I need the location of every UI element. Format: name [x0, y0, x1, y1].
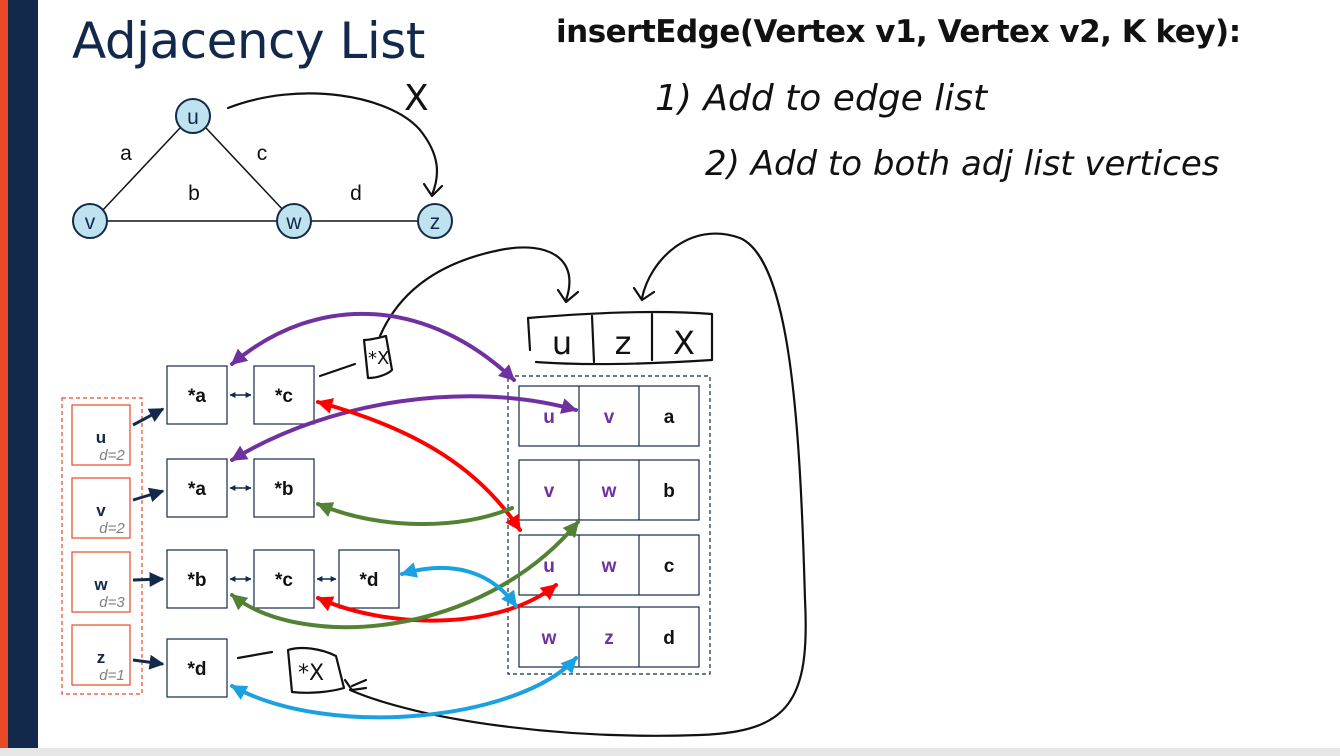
- adj-label-u-0: *a: [188, 386, 206, 407]
- graph-vertex-w: [276, 203, 312, 239]
- vertex-cell-w: [71, 551, 131, 613]
- new-edge-entry-key: X: [673, 324, 695, 362]
- new-adj-label-z: *X: [298, 661, 324, 686]
- adj-label-v-0: *a: [188, 479, 206, 500]
- adj-label-z-0: *d: [188, 659, 207, 680]
- vertex-degree-w: d=3: [99, 594, 125, 611]
- new-edge-entry-box: [526, 310, 714, 366]
- edge-a-key: a: [664, 407, 675, 428]
- slide-accent-stripe: [0, 0, 8, 748]
- graph-vertex-label-u: u: [187, 106, 199, 129]
- vertex-degree-z: d=1: [99, 667, 124, 684]
- adj-pointer-v: [132, 487, 165, 503]
- edge-c-v1: u: [543, 556, 555, 577]
- graph-vertex-v: [72, 203, 108, 239]
- slide-bottom-border: [0, 748, 1340, 756]
- adj-pointer-u: [132, 407, 165, 427]
- edge-b-key: b: [663, 481, 675, 502]
- vertex-degree-u: d=2: [99, 447, 125, 464]
- slide-title: Adjacency List: [72, 12, 425, 70]
- adj-label-w-2: *d: [360, 570, 379, 591]
- graph-edge-label-d: d: [350, 182, 362, 205]
- graph-vertex-label-w: w: [285, 211, 302, 234]
- graph-vertex-label-z: z: [430, 211, 441, 234]
- edge-b-v1: v: [544, 481, 555, 502]
- new-adj-link-z: [236, 650, 274, 660]
- new-edge-entry-v2: z: [615, 324, 632, 362]
- edge-d-key: d: [663, 628, 675, 649]
- note-step-2: 2) Add to both adj list vertices: [705, 144, 1219, 184]
- edge-c-key: c: [664, 556, 675, 577]
- graph-edge-label-b: b: [188, 182, 200, 205]
- new-entry-pointer-u: [378, 246, 571, 338]
- pointer-edge-a-u: [230, 311, 516, 382]
- graph-edges: [100, 127, 418, 222]
- adj-node-u-a: [166, 365, 228, 425]
- vertex-name-z: z: [97, 648, 106, 667]
- adj-label-u-1: *c: [275, 386, 293, 407]
- vertex-name-v: v: [96, 501, 106, 520]
- new-adj-label-u: *X: [368, 348, 389, 369]
- graph-vertex-label-v: v: [85, 211, 96, 234]
- graph-edge-label-a: a: [120, 142, 132, 165]
- adj-node-v-b: [253, 458, 315, 518]
- adj-node-w-b: [166, 549, 228, 609]
- adj-label-w-1: *c: [275, 570, 293, 591]
- edge-c-v2: w: [601, 556, 617, 577]
- edge-row-b: [518, 459, 700, 521]
- method-signature: insertEdge(Vertex v1, Vertex v2, K key):: [556, 14, 1241, 50]
- edge-d-v2: z: [604, 628, 614, 649]
- graph-edge-label-c: c: [257, 142, 268, 165]
- edge-d-v1: w: [541, 628, 557, 649]
- pointer-edge-b-v: [316, 502, 514, 527]
- vertex-degree-v: d=2: [99, 520, 125, 537]
- vertex-table: [61, 397, 143, 695]
- vertex-name-u: u: [96, 428, 106, 447]
- graph-edge-a: [100, 127, 181, 213]
- vertex-cell-u: [71, 404, 131, 466]
- pointer-edge-d-w: [400, 562, 518, 608]
- edge-b-v2: w: [601, 481, 617, 502]
- new-adj-link-u: [318, 362, 357, 378]
- pointer-edge-d-z: [230, 656, 578, 720]
- adj-node-v-a: [166, 458, 228, 518]
- adj-pointer-z: [132, 654, 165, 670]
- vertex-cell-z: [71, 624, 131, 686]
- graph-edge-c: [205, 127, 286, 213]
- note-step-1: 1) Add to edge list: [655, 78, 989, 119]
- adj-label-w-0: *b: [188, 570, 207, 591]
- new-edge-entry-v1: u: [552, 324, 572, 362]
- edge-a-v2: v: [604, 407, 615, 428]
- new-edge-sketch: [226, 92, 438, 197]
- pointer-edge-c-u: [316, 398, 522, 532]
- vertex-cell-v: [71, 477, 131, 539]
- new-entry-pointer-z: [348, 232, 807, 737]
- adj-label-v-1: *b: [275, 479, 294, 500]
- pointer-edge-b-w: [230, 520, 580, 630]
- new-adj-tail-z: [350, 678, 368, 688]
- vertex-name-w: w: [93, 575, 108, 594]
- adj-pointer-w: [132, 571, 165, 587]
- graph-vertex-u: [175, 98, 211, 134]
- new-edge-label: X: [404, 78, 429, 119]
- new-edge-arrowhead: [422, 182, 444, 198]
- edge-a-v1: u: [543, 407, 555, 428]
- adj-node-z-d: [166, 638, 228, 698]
- graph-vertex-z: [417, 203, 453, 239]
